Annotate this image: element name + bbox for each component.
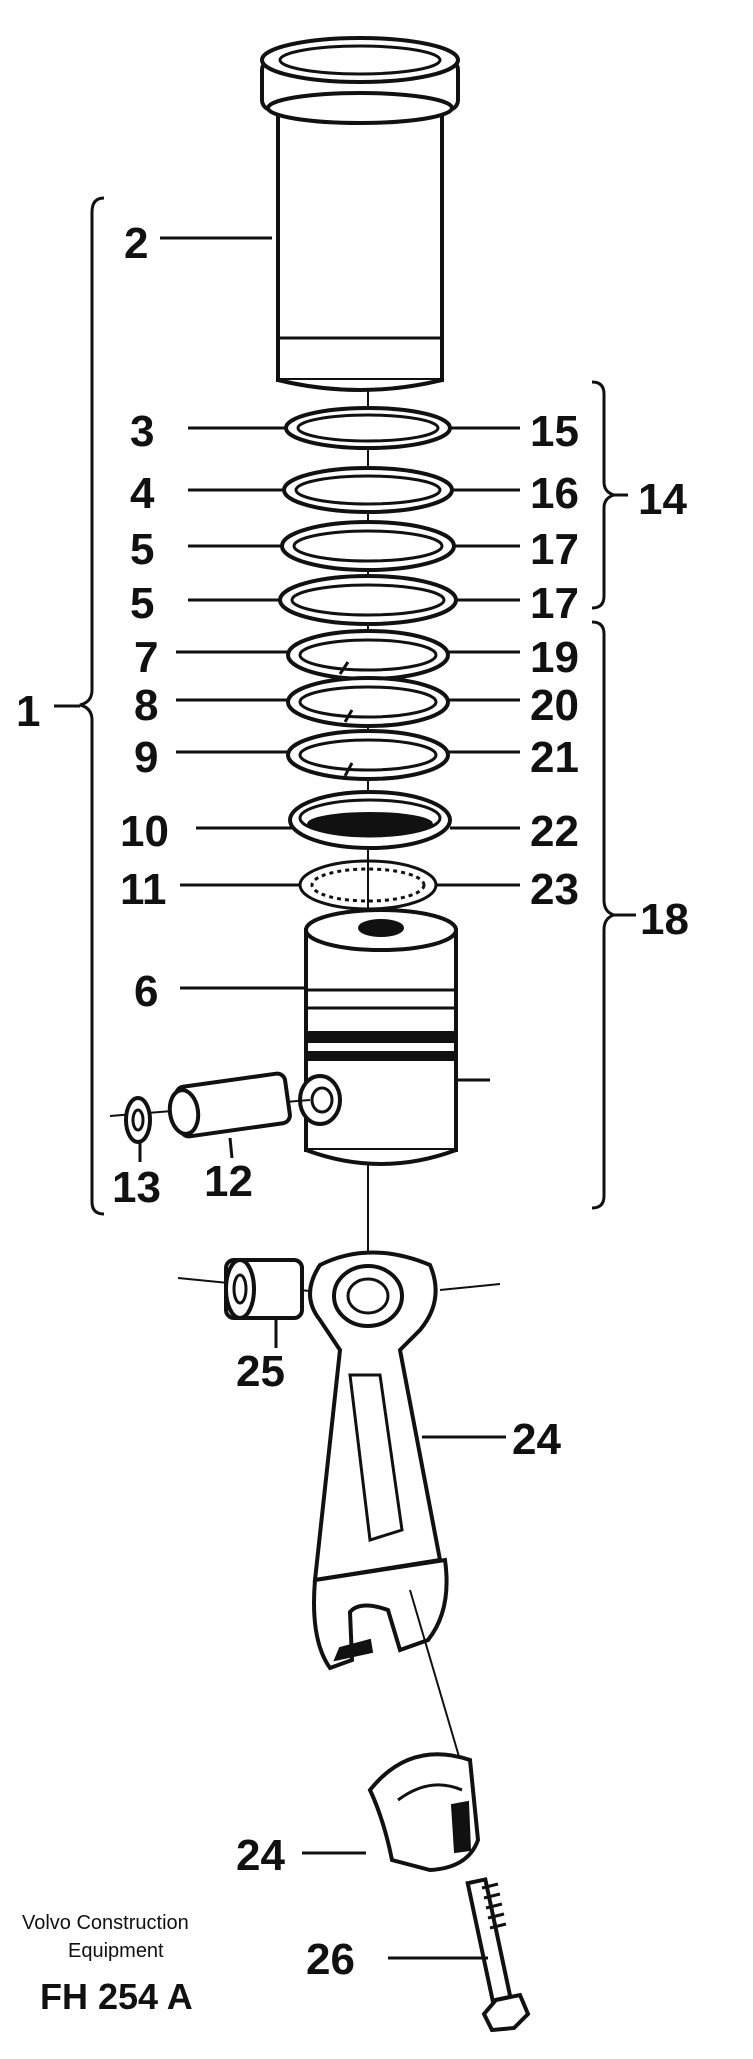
callout-24-rod: 24: [512, 1415, 561, 1464]
callout-1: 1: [16, 687, 41, 736]
callout-6: 6: [134, 967, 159, 1016]
callout-16: 16: [530, 469, 579, 518]
callout-12: 12: [204, 1157, 253, 1206]
callout-4: 4: [130, 469, 155, 518]
callout-25: 25: [236, 1347, 285, 1396]
drawing-code: FH 254 A: [40, 1976, 193, 2017]
callout-8: 8: [134, 681, 159, 730]
callout-24-cap: 24: [236, 1831, 285, 1880]
callout-18: 18: [640, 895, 689, 944]
callout-10: 10: [120, 807, 169, 856]
callout-23: 23: [530, 865, 579, 914]
callout-22: 22: [530, 807, 579, 856]
callout-26: 26: [306, 1935, 355, 1984]
small-end-bush: [224, 1258, 304, 1320]
callout-7: 7: [134, 633, 159, 682]
bracket-group-14: [591, 380, 620, 610]
manufacturer-name-line2: Equipment: [68, 1940, 164, 1962]
callout-3: 3: [130, 407, 155, 456]
callout-13: 13: [112, 1163, 161, 1212]
piston-rings: [286, 629, 452, 911]
callout-14: 14: [638, 475, 687, 524]
callout-15: 15: [530, 407, 579, 456]
callout-9: 9: [134, 733, 159, 782]
callout-17a: 17: [530, 525, 579, 574]
piston: [298, 908, 458, 1166]
bracket-group-1: [79, 196, 105, 1216]
bracket-group-18: [591, 620, 620, 1210]
cylinder-liner: [260, 36, 460, 392]
connecting-rod: [177, 1250, 501, 1671]
callout-17b: 17: [530, 579, 579, 628]
callout-5b: 5: [130, 579, 155, 628]
callout-2: 2: [124, 219, 149, 268]
callout-5a: 5: [130, 525, 155, 574]
callout-11: 11: [120, 865, 167, 914]
gudgeon-pin-and-circlip: [109, 1071, 311, 1144]
manufacturer-name: Volvo Construction: [22, 1912, 189, 1934]
callout-19: 19: [530, 633, 579, 682]
callout-21: 21: [530, 733, 579, 782]
leader-lines: [54, 236, 636, 1960]
bearing-cap-and-bolt: [367, 1589, 531, 2033]
callout-20: 20: [530, 681, 579, 730]
